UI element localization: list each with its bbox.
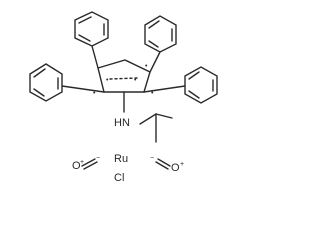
carbonyl-left-o: O	[72, 160, 81, 172]
molecule-drawing: HN Ru Cl O + − − O + • • • • •	[29, 11, 218, 184]
phenyl-ring-top-right	[144, 15, 177, 53]
chloride-label: Cl	[114, 172, 124, 184]
radical-dot-4: •	[151, 90, 154, 97]
carbonyl-left-minus: −	[96, 155, 100, 162]
phenyl-ring-left	[29, 63, 63, 102]
amine-label: HN	[114, 117, 130, 129]
carbonyl-left: O + −	[72, 155, 100, 172]
carbonyl-right-minus: −	[150, 155, 154, 162]
radical-dot-1: •	[106, 77, 109, 84]
carbonyl-right: − O +	[150, 155, 184, 174]
cyclopentadienyl-ring	[97, 59, 151, 93]
carbonyl-right-o: O	[171, 162, 180, 174]
ruthenium-label: Ru	[114, 153, 128, 165]
carbonyl-right-plus: +	[180, 161, 184, 168]
radical-dot-5: •	[145, 63, 148, 70]
phenyl-ring-top-left	[74, 11, 109, 47]
phenyl-ring-right	[184, 66, 218, 104]
carbonyl-left-plus: +	[80, 159, 84, 166]
chemical-structure-canvas: HN Ru Cl O + − − O + • • • • •	[29, 11, 218, 184]
substituent-bonds	[61, 45, 186, 143]
radical-dot-3: •	[134, 77, 137, 84]
radical-dot-2: •	[93, 90, 96, 97]
